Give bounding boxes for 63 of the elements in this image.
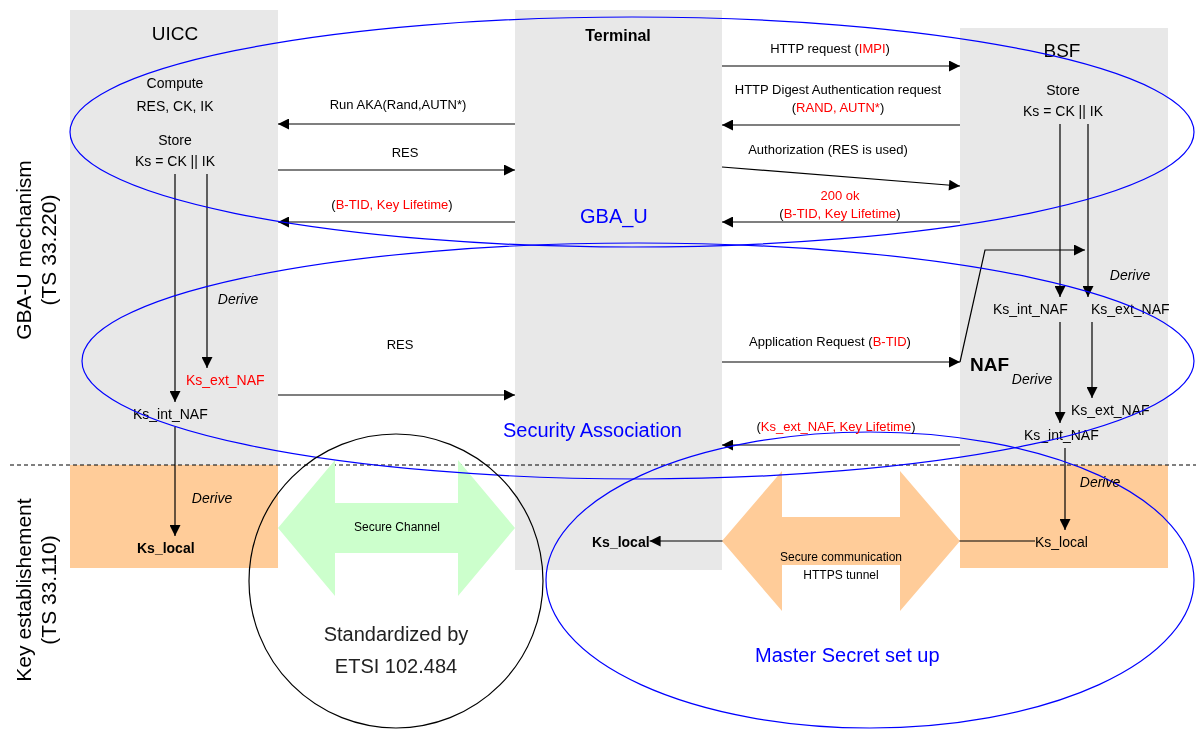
derive-label: Derive [217, 290, 259, 308]
lane-title: UICC [151, 22, 199, 46]
arrow [721, 60, 961, 72]
lane-panel [960, 28, 1168, 335]
arrow [1054, 321, 1066, 424]
derive-label: Derive [1109, 266, 1151, 284]
scope-label: GBA_U [580, 204, 648, 230]
lane-panel [960, 335, 1168, 465]
arrow [721, 356, 961, 368]
arrow [169, 426, 181, 537]
arrow [277, 164, 516, 176]
arrow [277, 389, 516, 401]
arrow [721, 119, 961, 131]
message-label: 200 ok (B-TID, Key Lifetime) [779, 187, 901, 223]
arrow [721, 216, 961, 228]
key-label: Ks_local [137, 538, 195, 559]
key-label: Ks_local [592, 532, 650, 553]
arrow [721, 166, 961, 191]
scope-label: Master Secret set up [755, 643, 940, 668]
message-label: Run AKA(Rand,AUTN*) [329, 96, 467, 114]
message-label: HTTP request (IMPI) [770, 40, 890, 58]
key-label: Ks_local [1035, 532, 1088, 553]
message-label: (Ks_ext_NAF, Key Lifetime) [756, 418, 916, 436]
double-arrow [278, 460, 515, 596]
message-label: Application Request (B-TID) [749, 333, 911, 351]
section-label: Key establishement (TS 33.110) [11, 497, 61, 684]
arrow [201, 173, 213, 369]
arrow [277, 216, 516, 228]
note-text: Store [1045, 81, 1081, 100]
message-label: HTTP Digest Authentication request (RAND, AUTN*) [734, 81, 942, 117]
note-text: Ks = CK || IK [134, 152, 216, 171]
message-label: Authorization (RES is used) [748, 141, 908, 159]
key-box [960, 465, 1168, 568]
key-label: Ks_int_NAF [993, 299, 1068, 320]
arrow [959, 244, 1086, 363]
derive-label: Derive [191, 489, 233, 507]
arrow [169, 173, 181, 403]
scope-label: Security Association [503, 418, 682, 443]
key-box [70, 465, 278, 568]
lane-title: NAF [970, 353, 1010, 377]
double-arrow [722, 471, 960, 611]
message-label: (B-TID, Key Lifetime) [331, 196, 453, 214]
lane-title: Terminal [585, 26, 651, 46]
key-label: Ks_ext_NAF [186, 370, 265, 391]
note-text: Ks = CK || IK [1022, 102, 1104, 121]
derive-label: Derive [1011, 370, 1053, 388]
message-label: RES [391, 144, 419, 162]
arrow [1082, 123, 1094, 298]
arrow [721, 439, 961, 451]
arrow [1086, 321, 1098, 399]
arrow-label: Secure Channel [352, 519, 442, 536]
note-text: Store [157, 131, 193, 150]
note-text: Compute [146, 74, 204, 93]
note-text: RES, CK, IK [136, 97, 214, 116]
arrow [1054, 123, 1066, 298]
scope-label: Standardized by ETSI 102.484 [322, 622, 470, 679]
lane-title: BSF [1043, 39, 1081, 63]
message-label: RES [386, 336, 414, 354]
arrow [277, 118, 516, 130]
lane-panel [70, 10, 278, 465]
arrow [1059, 447, 1071, 531]
arrow-label: Secure communication HTTPS tunnel [778, 549, 904, 584]
section-label: GBA-U mechanism (TS 33.220) [11, 159, 61, 342]
